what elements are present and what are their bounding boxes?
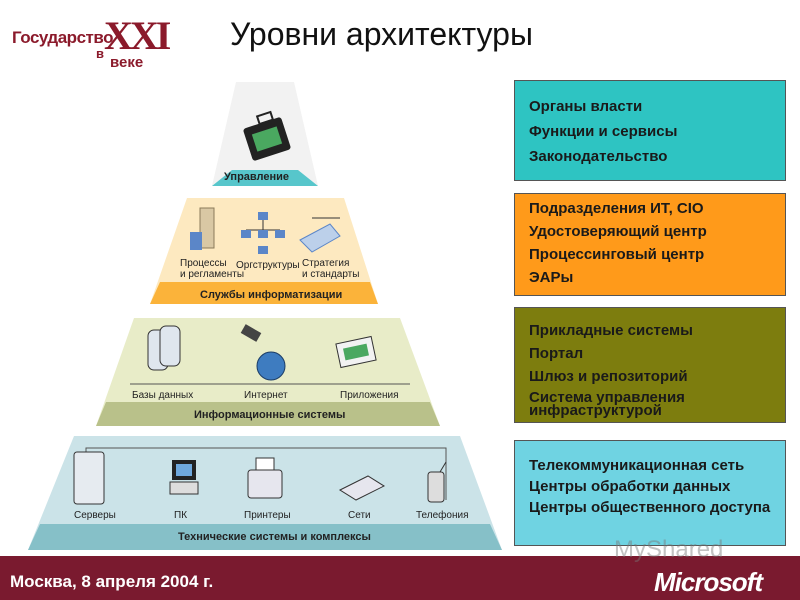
- tier4-item-4: Сети: [348, 510, 371, 521]
- server-icon: [73, 451, 105, 505]
- applications-icon: [335, 335, 377, 369]
- tier4-label: Технические системы и комплексы: [178, 531, 371, 543]
- box-applied-systems: Прикладные системы Портал Шлюз и репозит…: [514, 307, 786, 423]
- box3-item-3: Шлюз и репозиторий: [529, 368, 688, 385]
- box3-item-1: Прикладные системы: [529, 322, 693, 339]
- logo-roman: XXI: [104, 13, 171, 58]
- tier4-item-5: Телефония: [416, 509, 469, 521]
- microsoft-logo: Microsoft: [654, 567, 763, 597]
- network-icon: [338, 475, 386, 501]
- tier4-item-2: ПК: [174, 510, 187, 521]
- briefcase-icon: [243, 110, 291, 161]
- footer-bar: [0, 556, 800, 600]
- page-title: Уровни архитектуры: [230, 16, 533, 52]
- footer-date: Москва, 8 апреля 2004 г.: [10, 572, 214, 591]
- box3-item-4: Система управления инфраструктурой: [529, 389, 685, 419]
- box3-item-2: Портал: [529, 345, 584, 362]
- tier3-label: Информационные системы: [194, 409, 345, 421]
- box1-item-2: Функции и сервисы: [529, 123, 678, 140]
- database-icon: [147, 325, 181, 371]
- tier2-label: Службы информатизации: [200, 289, 342, 301]
- pc-icon: [169, 460, 199, 495]
- box-government: Органы власти Функции и сервисы Законода…: [514, 80, 786, 181]
- box4-item-2: Центры обработки данных: [529, 478, 731, 495]
- printer-icon: [247, 457, 283, 499]
- tier-info-systems: Базы данных Интернет Приложения Информац…: [96, 318, 440, 426]
- box2-item-4: ЭАРы: [529, 269, 574, 286]
- tier-management: Управление: [212, 82, 318, 186]
- box-it-departments: Подразделения ИТ, CIO Удостоверяющий цен…: [514, 193, 786, 296]
- processes-icon: [190, 207, 215, 250]
- gov-xxi-logo: Государство XXI в веке: [10, 10, 171, 72]
- logo-prep: в: [96, 46, 104, 61]
- globe-icon: [240, 324, 286, 381]
- tier3-item-2: Интернет: [244, 390, 288, 401]
- logo-line1: Государство: [12, 28, 113, 47]
- tier3-item-1: Базы данных: [132, 390, 193, 401]
- box2-item-2: Удостоверяющий центр: [529, 223, 707, 240]
- box2-item-3: Процессинговый центр: [529, 246, 705, 263]
- tier4-item-1: Серверы: [74, 510, 116, 521]
- tier3-item-3: Приложения: [340, 390, 399, 401]
- box2-item-1: Подразделения ИТ, CIO: [529, 200, 704, 217]
- logo-word: веке: [110, 54, 144, 71]
- box1-item-3: Законодательство: [529, 148, 668, 165]
- phone-icon: [427, 461, 447, 503]
- watermark: MyShared: [614, 536, 724, 563]
- box-telecom: Телекоммуникационная сеть Центры обработ…: [514, 440, 786, 546]
- tier-tech-systems: Серверы ПК Принтеры Сети Телефония Техни…: [28, 436, 502, 550]
- tier2-item-2: Оргструктуры: [236, 260, 300, 271]
- box4-item-1: Телекоммуникационная сеть: [529, 457, 745, 474]
- box1-item-1: Органы власти: [529, 98, 643, 115]
- tier1-label: Управление: [224, 171, 289, 183]
- tier4-item-3: Принтеры: [244, 510, 291, 521]
- org-structure-icon: [241, 212, 285, 254]
- strategy-icon: [299, 217, 341, 253]
- box4-item-3: Центры общественного доступа: [529, 499, 771, 516]
